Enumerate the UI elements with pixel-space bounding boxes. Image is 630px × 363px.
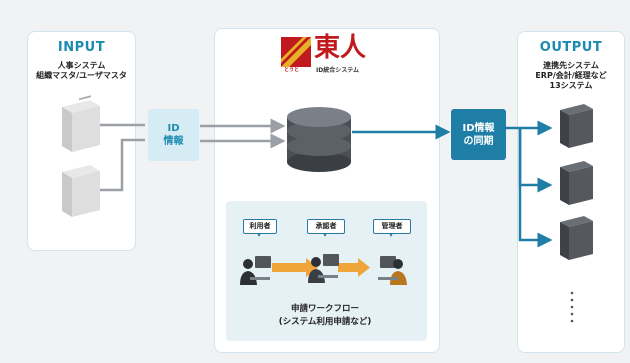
id-info-line2: 情報: [163, 136, 184, 147]
user-person-icon: [240, 256, 271, 285]
sync-line2: の同期: [463, 135, 494, 147]
input-server-icon: [62, 95, 100, 152]
input-server-icon: [62, 165, 100, 217]
output-title: OUTPUT: [539, 40, 603, 55]
workflow-caption: 申請ワークフロー (システム利用申請など): [230, 303, 420, 329]
workflow-arrows: [272, 258, 370, 277]
workflow-caption-line1: 申請ワークフロー: [290, 304, 359, 314]
id-info-box: ID 情報: [148, 109, 199, 161]
admin-person-icon: [378, 256, 407, 285]
role-approver-label: 承認者: [307, 219, 345, 234]
sync-line1: ID情報: [462, 122, 495, 134]
input-title: INPUT: [57, 40, 106, 55]
output-line-3: 13システム: [549, 81, 593, 90]
input-source-2: 組織マスタ/ユーザマスタ: [36, 71, 127, 80]
logo-mark-icon: [281, 37, 311, 67]
output-connectors: [506, 120, 553, 248]
database-icon: [287, 107, 351, 172]
role-admin-label: 管理者: [373, 219, 411, 234]
more-dots-icon: [570, 291, 574, 323]
output-line-2: ERP/会計/経理など: [535, 71, 607, 80]
role-user-label: 利用者: [243, 219, 277, 234]
workflow-caption-line2: (システム利用申請など): [278, 317, 372, 327]
output-line-1: 連携先システム: [543, 61, 599, 70]
id-info-line1: ID: [167, 123, 180, 134]
logo-title: 東人: [314, 33, 367, 63]
sync-box: ID情報 の同期: [451, 109, 506, 160]
input-source-1: 人事システム: [57, 61, 106, 70]
output-server-icon: [560, 104, 593, 148]
logo-furigana: とうと: [284, 67, 300, 73]
output-server-icon: [560, 216, 593, 260]
output-server-icon: [560, 161, 593, 205]
input-connectors: [100, 118, 286, 192]
logo-tagline: ID統合システム: [316, 67, 360, 74]
approver-person-icon: [308, 254, 339, 283]
